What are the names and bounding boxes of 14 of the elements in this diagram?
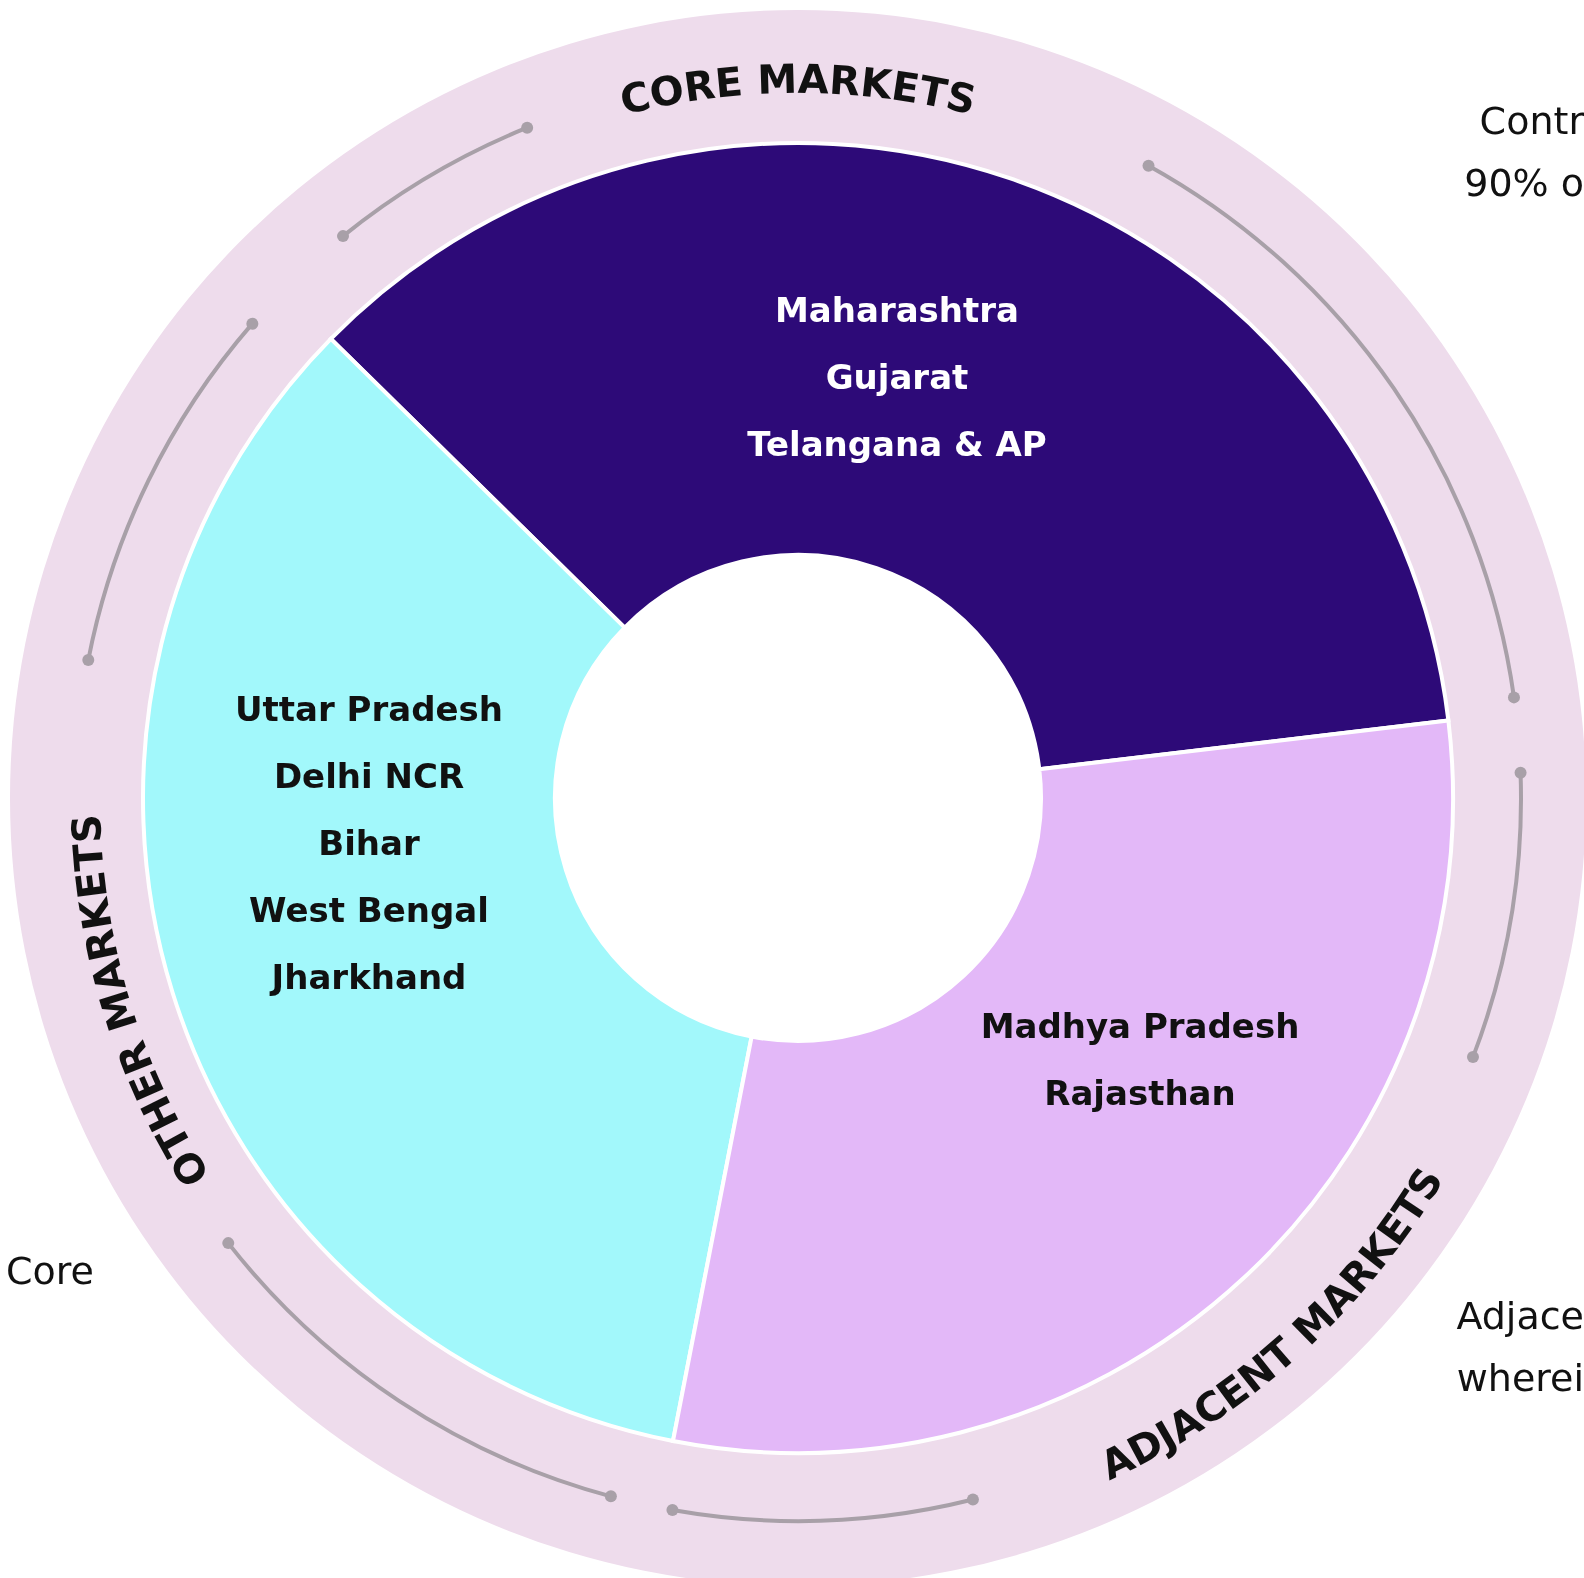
region-name: Gujarat: [825, 357, 969, 397]
region-name: Maharashtra: [775, 290, 1019, 330]
region-name: Madhya Pradesh: [980, 1006, 1300, 1046]
band-label: CORE MARKETS: [615, 55, 981, 124]
side-note: Contr 90% o: [1463, 98, 1584, 207]
region-name: Jharkhand: [271, 957, 467, 997]
region-name: Rajasthan: [1044, 1073, 1236, 1113]
region-name: West Bengal: [249, 890, 489, 930]
side-note: Core: [6, 1248, 94, 1295]
region-name: Uttar Pradesh: [234, 689, 504, 729]
side-note: Adjace wherei: [1455, 1293, 1584, 1402]
region-name: Delhi NCR: [273, 756, 465, 796]
region-name: Telangana & AP: [747, 424, 1047, 464]
region-name: Bihar: [318, 823, 420, 863]
